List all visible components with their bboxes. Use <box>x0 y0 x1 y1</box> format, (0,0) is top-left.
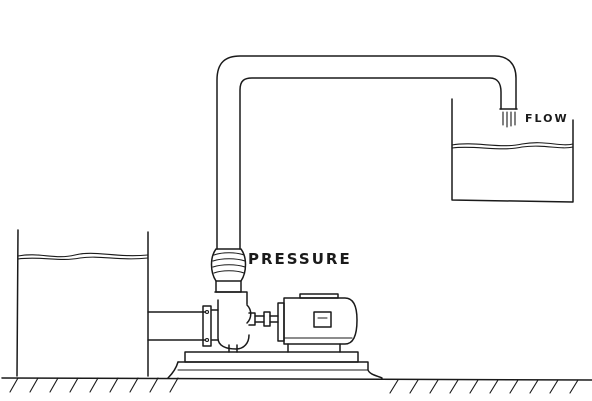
base-plate <box>167 351 383 379</box>
pressure-joint <box>210 248 247 293</box>
flow-label: FLOW <box>525 112 569 125</box>
flow-outlet <box>499 108 518 128</box>
motor <box>277 293 358 353</box>
discharge-pipe <box>216 55 517 250</box>
shaft-coupling <box>254 311 279 327</box>
source-tank <box>16 229 149 377</box>
receiving-tank <box>451 98 574 203</box>
ground <box>1 377 592 394</box>
suction-pipe <box>147 305 212 347</box>
pressure-label: PRESSURE <box>248 250 352 268</box>
pump-casing <box>211 291 256 353</box>
